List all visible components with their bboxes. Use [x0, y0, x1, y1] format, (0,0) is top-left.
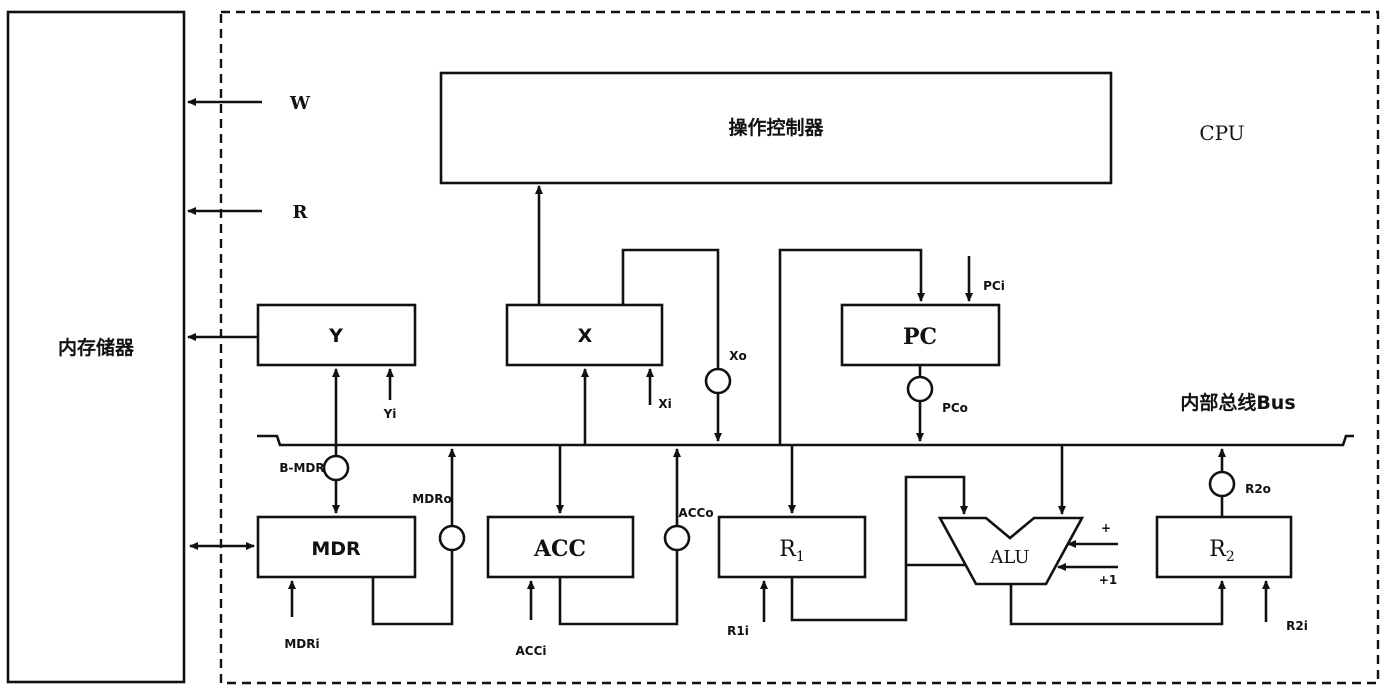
- r2o-gate: [1208, 470, 1236, 498]
- mdr-output-path: [371, 550, 454, 626]
- bus-mdr-gate: [322, 454, 350, 482]
- x-register: [505, 303, 664, 367]
- xo-gate: [704, 367, 732, 395]
- mdr-register: [256, 515, 417, 579]
- memory-label: 内存储器: [58, 336, 135, 359]
- r2-register: [1155, 515, 1293, 579]
- pco-signal-label: PCo: [942, 401, 968, 415]
- y-register-label: Y: [328, 325, 343, 347]
- xo-signal-label: Xo: [729, 349, 747, 363]
- pco-gate: [906, 375, 934, 403]
- mdro-gate: [438, 524, 466, 552]
- pc-register: [840, 303, 1001, 367]
- alu-unit: [937, 516, 1085, 586]
- r1i-signal-label: R1i: [727, 624, 749, 638]
- r1-register-label: R1: [779, 537, 805, 565]
- cpu-label: CPU: [1199, 121, 1244, 145]
- r2-register-label: R2: [1209, 537, 1235, 565]
- acc-register: [486, 515, 635, 579]
- xi-signal-label: Xi: [658, 397, 671, 411]
- acc-output-path: [558, 550, 679, 626]
- read-signal-label: R: [293, 202, 309, 223]
- alu-plus-label: +: [1101, 521, 1111, 535]
- acco-signal-label: ACCo: [678, 506, 713, 520]
- pci-signal-label: PCi: [983, 279, 1005, 293]
- r1-to-alu-path: [790, 563, 1004, 622]
- bus-mdr-label: B-MDR: [279, 461, 324, 475]
- mdro-signal-label: MDRo: [412, 492, 451, 506]
- acci-signal-label: ACCi: [515, 644, 546, 658]
- cpu-boundary: [219, 10, 1380, 685]
- acc-register-label: ACC: [533, 536, 586, 562]
- operation-controller-label: 操作控制器: [728, 116, 824, 139]
- internal-bus: [257, 434, 1354, 447]
- y-register: [256, 303, 417, 367]
- bus-to-alu-path: [904, 475, 968, 565]
- bus-label: 内部总线Bus: [1180, 391, 1295, 414]
- bus-to-pc-path: [778, 248, 925, 445]
- x-register-label: X: [578, 325, 593, 347]
- alu-to-r2-path: [1009, 580, 1226, 626]
- alu-label: ALU: [989, 547, 1029, 568]
- pc-register-label: PC: [903, 324, 937, 350]
- write-signal-label: W: [289, 93, 311, 114]
- mdr-register-label: MDR: [311, 538, 361, 560]
- alu-plus-one-label: +1: [1099, 573, 1117, 587]
- mdri-signal-label: MDRi: [284, 637, 319, 651]
- yi-signal-label: Yi: [383, 407, 397, 421]
- operation-controller-box: [439, 71, 1113, 185]
- acco-gate: [663, 524, 691, 552]
- r2o-signal-label: R2o: [1245, 482, 1271, 496]
- r2i-signal-label: R2i: [1286, 619, 1308, 633]
- x-output-path: [621, 248, 720, 368]
- memory-block: [6, 10, 186, 684]
